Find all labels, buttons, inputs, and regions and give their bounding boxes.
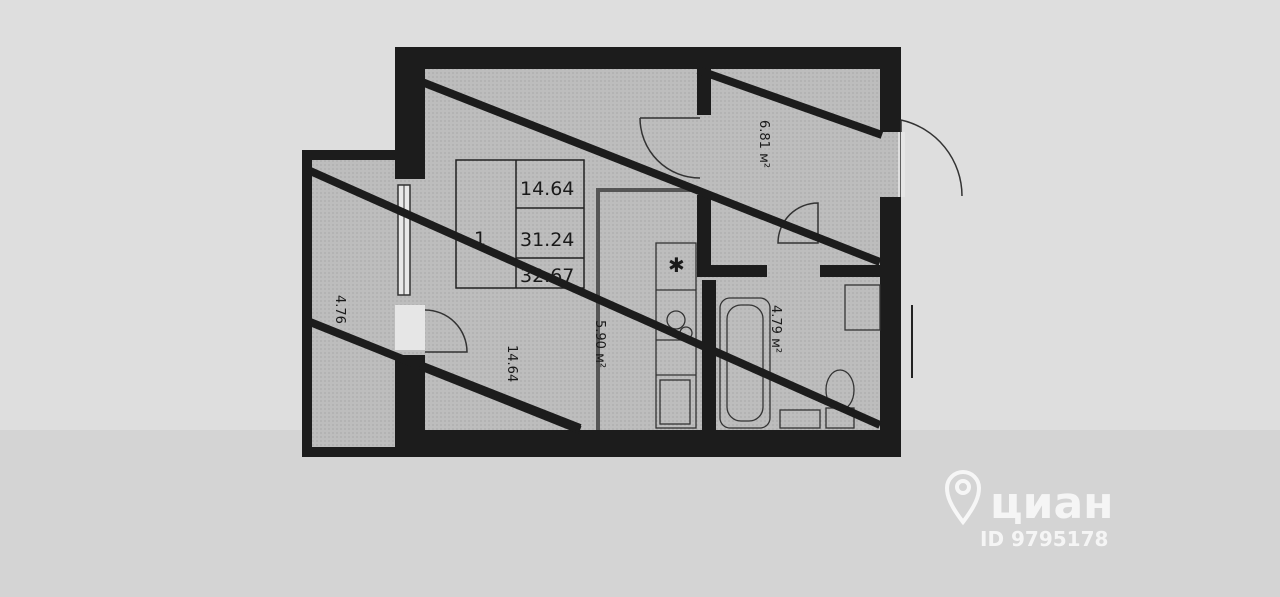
- walls: [302, 47, 901, 457]
- kitchen-area-label: 5.90 м²: [592, 320, 607, 368]
- fridge-icon: ✱: [668, 253, 685, 277]
- location-pin-icon: [944, 470, 982, 526]
- window-left: [397, 184, 411, 296]
- watermark-brand: циан: [990, 478, 1114, 529]
- living-area-value: 14.64: [520, 178, 574, 200]
- total-area-value: 31.24: [520, 229, 574, 251]
- bathroom-area-label: 4.79 м²: [768, 305, 783, 353]
- watermark: циан ID 9795178: [944, 470, 1114, 551]
- balcony-floor: [305, 155, 400, 455]
- doors: [424, 117, 963, 353]
- balcony-area-label: 4.76: [332, 295, 347, 324]
- living-room-area-label: 14.64: [504, 345, 519, 382]
- diagonal-stripes: [303, 66, 884, 434]
- paper-shadow: [0, 430, 1280, 597]
- watermark-id: ID 9795178: [980, 527, 1108, 551]
- balcony-door-opening: [395, 305, 425, 350]
- hall-area-label: 6.81 м²: [756, 120, 771, 168]
- bathroom-fixtures: [719, 284, 881, 429]
